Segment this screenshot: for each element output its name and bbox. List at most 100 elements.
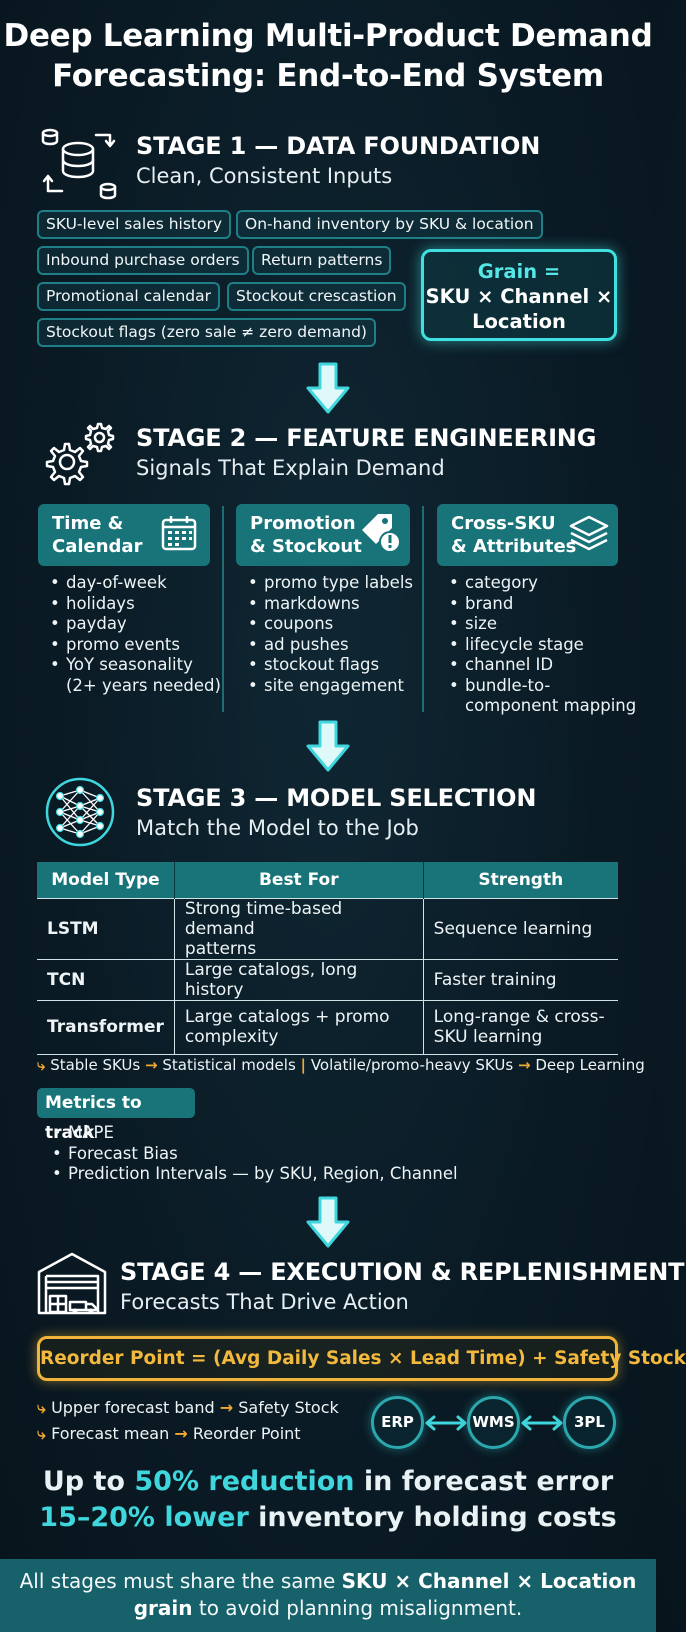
result-text: Up to — [42, 1466, 125, 1497]
table-row: TCN Large catalogs, long history Faster … — [37, 958, 618, 1000]
list-item: size — [449, 614, 636, 635]
curved-arrow-icon: ⤷ — [37, 1424, 46, 1443]
tag-alert-icon — [362, 514, 401, 553]
table-cell-strength: Long-range & cross-SKU learning — [423, 999, 618, 1055]
cell-line: Faster training — [433, 969, 557, 990]
curved-arrow-icon: ⤷ — [37, 1398, 46, 1417]
neural-network-icon — [45, 777, 115, 847]
list-item: category — [449, 573, 636, 594]
system-wms: WMS — [467, 1396, 520, 1449]
feature-column-time-header: Time & Calendar — [38, 504, 210, 566]
metrics-label: Metrics to track — [37, 1088, 195, 1143]
feature-column-title: Cross-SKU — [451, 513, 556, 534]
table-cell-strength: Faster training — [423, 958, 618, 1000]
system-erp: ERP — [371, 1396, 424, 1449]
system-3pl: 3PL — [563, 1396, 616, 1449]
list-item: lifecycle stage — [449, 635, 636, 656]
feature-column-title: Time & — [52, 513, 124, 534]
column-divider — [222, 506, 224, 712]
list-item: stockout flags — [248, 655, 413, 676]
grain-value-line-1: SKU × Channel × — [425, 285, 613, 308]
list-item: Prediction Intervals — by SKU, Region, C… — [52, 1164, 458, 1185]
grain-label: Grain = — [477, 260, 561, 283]
guidance-volatile-target: Deep Learning — [535, 1056, 645, 1074]
list-item: promo events — [50, 635, 221, 656]
cell-line: Large catalogs + promo — [184, 1007, 390, 1027]
feature-column-title: Promotion — [250, 513, 356, 534]
stage4-heading: STAGE 4 — EXECUTION & REPLENISHMENT — [120, 1258, 685, 1286]
list-item: ad pushes — [248, 635, 413, 656]
footer-text: to avoid planning misalignment. — [198, 1596, 523, 1620]
stage4-subtitle: Forecasts That Drive Action — [120, 1290, 409, 1314]
result-highlight: 50% reduction — [134, 1466, 355, 1497]
grain-value-line-2: Location — [472, 310, 566, 333]
mapping-to: Safety Stock — [238, 1398, 339, 1417]
layers-icon — [569, 515, 609, 551]
double-arrow-icon — [425, 1415, 467, 1431]
guidance-stable-target: Statistical models — [162, 1056, 296, 1074]
title-line-2: Forecasting: End-to-End System — [52, 58, 604, 94]
warehouse-icon — [37, 1252, 107, 1315]
result-line-1: Up to 50% reduction in forecast error — [0, 1466, 656, 1497]
list-item: day-of-week — [50, 573, 221, 594]
list-item-continuation: component mapping — [465, 696, 637, 715]
curved-arrow-icon: ⤷ — [37, 1056, 46, 1074]
feature-column-title: & Attributes — [451, 536, 577, 557]
list-item-continuation: (2+ years needed) — [66, 675, 221, 695]
mapping-from: Forecast mean — [51, 1424, 170, 1443]
title-line-1: Deep Learning Multi-Product Demand — [3, 18, 653, 54]
cell-line: complexity — [184, 1027, 279, 1047]
table-cell-model: LSTM — [37, 897, 175, 959]
list-item: markdowns — [248, 594, 413, 615]
stage1-subtitle: Clean, Consistent Inputs — [136, 164, 393, 188]
list-item: MAPE — [52, 1123, 458, 1144]
mapping-row: ⤷ Forecast mean → Reorder Point — [37, 1424, 301, 1444]
feature-column-title: Calendar — [52, 536, 143, 557]
feature-column-crosssku-header: Cross-SKU & Attributes — [437, 504, 618, 566]
table-header: Model Type — [37, 862, 175, 898]
cell-line: Strong time-based demand — [184, 898, 343, 939]
input-chip: Promotional calendar — [37, 282, 220, 311]
feature-list-promotion: promo type labels markdowns coupons ad p… — [248, 573, 413, 696]
cell-line: Sequence learning — [433, 918, 593, 939]
down-arrow-icon — [306, 1196, 350, 1248]
list-item: Forecast Bias — [52, 1144, 458, 1165]
down-arrow-icon — [306, 362, 350, 414]
list-item: site engagement — [248, 676, 413, 697]
input-chip: Return patterns — [252, 246, 392, 275]
cell-line: Large catalogs, long history — [184, 959, 358, 1000]
stage1-heading: STAGE 1 — DATA FOUNDATION — [136, 132, 541, 160]
model-guidance-note: ⤷ Stable SKUs → Statistical models | Vol… — [37, 1056, 645, 1074]
right-arrow-icon: → — [219, 1398, 234, 1417]
separator: | — [300, 1056, 307, 1074]
calendar-icon — [161, 516, 197, 551]
reorder-point-formula: Reorder Point = (Avg Daily Sales × Lead … — [37, 1336, 686, 1381]
table-header: Best For — [174, 862, 424, 898]
right-arrow-icon: → — [145, 1056, 158, 1074]
list-item: channel ID — [449, 655, 636, 676]
list-item: YoY seasonality — [50, 655, 221, 676]
list-item: holidays — [50, 594, 221, 615]
input-chip: Stockout crescastion — [227, 282, 406, 311]
stage3-heading: STAGE 3 — MODEL SELECTION — [136, 784, 537, 812]
double-arrow-icon — [521, 1415, 563, 1431]
metrics-list: MAPE Forecast Bias Prediction Intervals … — [52, 1123, 458, 1185]
list-item: bundle-to- — [449, 676, 636, 697]
table-header-row: Model Type Best For Strength — [37, 862, 618, 898]
database-sync-icon — [41, 128, 117, 200]
result-line-2: 15–20% lower inventory holding costs — [0, 1502, 656, 1533]
list-item: brand — [449, 594, 636, 615]
input-chip: On-hand inventory by SKU & location — [236, 210, 543, 239]
right-arrow-icon: → — [517, 1056, 531, 1074]
footer-bold: grain — [133, 1596, 193, 1620]
table-header: Strength — [423, 862, 618, 898]
feature-column-title: & Stockout — [250, 536, 362, 557]
list-item: payday — [50, 614, 221, 635]
input-chip: Stockout flags (zero sale ≠ zero demand) — [37, 318, 376, 347]
table-cell-model: TCN — [37, 958, 175, 1000]
result-text: inventory holding costs — [258, 1502, 617, 1533]
